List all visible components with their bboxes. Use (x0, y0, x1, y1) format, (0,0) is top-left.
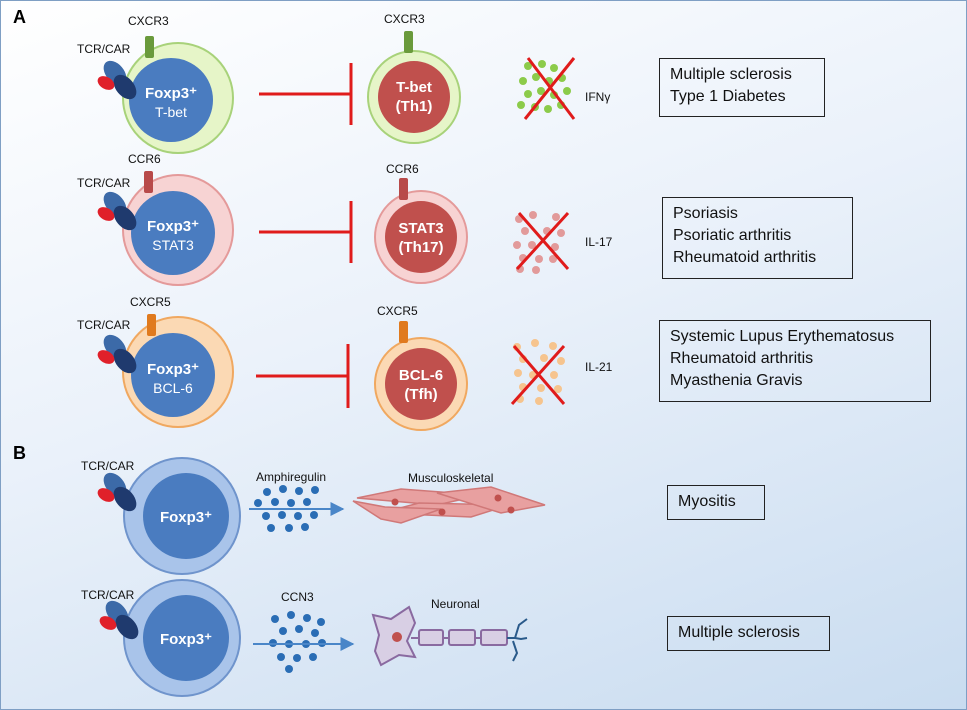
cytokine-label: IL-21 (585, 360, 613, 374)
row-b-neuronal: Foxp3⁺ TCR/CAR CCN3 Neuronal (81, 579, 528, 697)
target-nucleus (385, 201, 457, 273)
tcr-car-label: TCR/CAR (77, 318, 131, 332)
tissue-label: Musculoskeletal (408, 471, 493, 485)
row-b-musculoskeletal: Foxp3⁺ TCR/CAR Amphiregulin Musculoskele… (81, 457, 546, 575)
tcr-car-label: TCR/CAR (77, 42, 131, 56)
treg-subtitle: BCL-6 (153, 380, 193, 396)
treg-title: Foxp3⁺ (160, 631, 212, 648)
blocked-x-icon (510, 344, 566, 406)
tcr-car-icon (97, 334, 137, 374)
row-a-tfh: CXCR5 Foxp3⁺ BCL-6 TCR/CAR CXCR5 BCL-6 ( (77, 295, 613, 431)
target-title: BCL-6 (399, 367, 443, 384)
chemokine-receptor (399, 321, 408, 343)
target-nucleus (385, 348, 457, 420)
mediator-dots (269, 611, 326, 673)
muscle-fiber-icon (352, 486, 546, 524)
treg-title: Foxp3⁺ (147, 218, 199, 235)
mediator-dots (254, 485, 319, 532)
chemokine-receptor (404, 31, 413, 53)
target-subtitle: (Tfh) (404, 386, 437, 403)
disease-item: Multiple sclerosis (678, 624, 800, 641)
treg-cell: Foxp3⁺ (123, 579, 241, 697)
treg-cell: CXCR5 Foxp3⁺ BCL-6 (122, 295, 234, 428)
target-cell: CXCR3 T-bet (Th1) (367, 12, 461, 144)
disease-item: Type 1 Diabetes (670, 88, 786, 105)
panel-a-label: A (13, 7, 26, 27)
disease-box-myositis: Myositis (667, 485, 765, 520)
tcr-car-icon (97, 472, 137, 512)
treg-nucleus (143, 473, 229, 559)
row-a-th1: CXCR3 Foxp3⁺ T-bet TCR/CAR CXCR3 T (77, 12, 610, 154)
tcr-car-icon (97, 191, 137, 231)
panel-b-label: B (13, 443, 26, 463)
row-a-th17: CCR6 Foxp3⁺ STAT3 TCR/CAR CCR6 STAT3 (Th (77, 152, 613, 286)
treg-title: Foxp3⁺ (160, 509, 212, 526)
tcr-car-icon (99, 600, 139, 640)
chemokine-receptor (147, 314, 156, 336)
treg-cell: CXCR3 Foxp3⁺ T-bet (122, 14, 234, 154)
treg-subtitle: T-bet (155, 104, 187, 120)
cytokine-label: IFNγ (585, 90, 610, 104)
disease-box-row1: Multiple sclerosis Type 1 Diabetes (659, 58, 825, 117)
cytokine-dots (513, 339, 565, 405)
tcr-car-label: TCR/CAR (81, 459, 135, 473)
disease-item: Systemic Lupus Erythematosus (670, 328, 895, 345)
blocked-x-icon (515, 211, 570, 271)
disease-item: Rheumatoid arthritis (673, 249, 817, 266)
disease-box-row3: Systemic Lupus Erythematosus Rheumatoid … (659, 320, 931, 402)
target-title: T-bet (396, 79, 432, 96)
disease-box-ms: Multiple sclerosis (667, 616, 830, 651)
chemokine-receptor (399, 178, 408, 200)
chemokine-receptor (145, 36, 154, 58)
disease-item: Psoriatic arthritis (673, 227, 792, 244)
inhibition-arrow (256, 344, 350, 408)
mediator-label: CCN3 (281, 590, 314, 604)
treg-cell: CCR6 Foxp3⁺ STAT3 (122, 152, 234, 286)
disease-item: Myositis (678, 493, 736, 510)
tcr-car-label: TCR/CAR (77, 176, 131, 190)
tcr-car-label: TCR/CAR (81, 588, 135, 602)
treg-nucleus (143, 595, 229, 681)
disease-item: Myasthenia Gravis (670, 372, 803, 389)
treg-nucleus (131, 191, 215, 275)
treg-cell: Foxp3⁺ (123, 457, 241, 575)
receptor-label: CCR6 (386, 162, 419, 176)
treg-subtitle: STAT3 (152, 237, 194, 253)
chemokine-receptor (144, 171, 153, 193)
blocked-x-icon (523, 57, 576, 120)
inhibition-arrow (259, 201, 353, 263)
target-subtitle: (Th17) (399, 239, 444, 256)
target-subtitle: (Th1) (396, 98, 433, 115)
target-title: STAT3 (398, 220, 443, 237)
target-cell: CXCR5 BCL-6 (Tfh) (374, 304, 468, 431)
treg-title: Foxp3⁺ (147, 361, 199, 378)
target-cell: CCR6 STAT3 (Th17) (374, 162, 468, 284)
receptor-label: CCR6 (128, 152, 161, 166)
treg-nucleus (129, 58, 213, 142)
tissue-label: Neuronal (431, 597, 480, 611)
treg-nucleus (131, 333, 215, 417)
tcr-car-icon (97, 60, 137, 100)
mediator-label: Amphiregulin (256, 470, 326, 484)
receptor-label: CXCR3 (128, 14, 169, 28)
disease-item: Psoriasis (673, 205, 738, 222)
disease-box-row2: Psoriasis Psoriatic arthritis Rheumatoid… (662, 197, 853, 279)
cytokine-label: IL-17 (585, 235, 613, 249)
neuron-icon (371, 605, 528, 667)
target-nucleus (378, 61, 450, 133)
inhibition-arrow (259, 63, 353, 125)
receptor-label: CXCR5 (130, 295, 171, 309)
disease-item: Multiple sclerosis (670, 66, 792, 83)
treg-title: Foxp3⁺ (145, 85, 197, 102)
disease-item: Rheumatoid arthritis (670, 350, 814, 367)
receptor-label: CXCR5 (377, 304, 418, 318)
receptor-label: CXCR3 (384, 12, 425, 26)
